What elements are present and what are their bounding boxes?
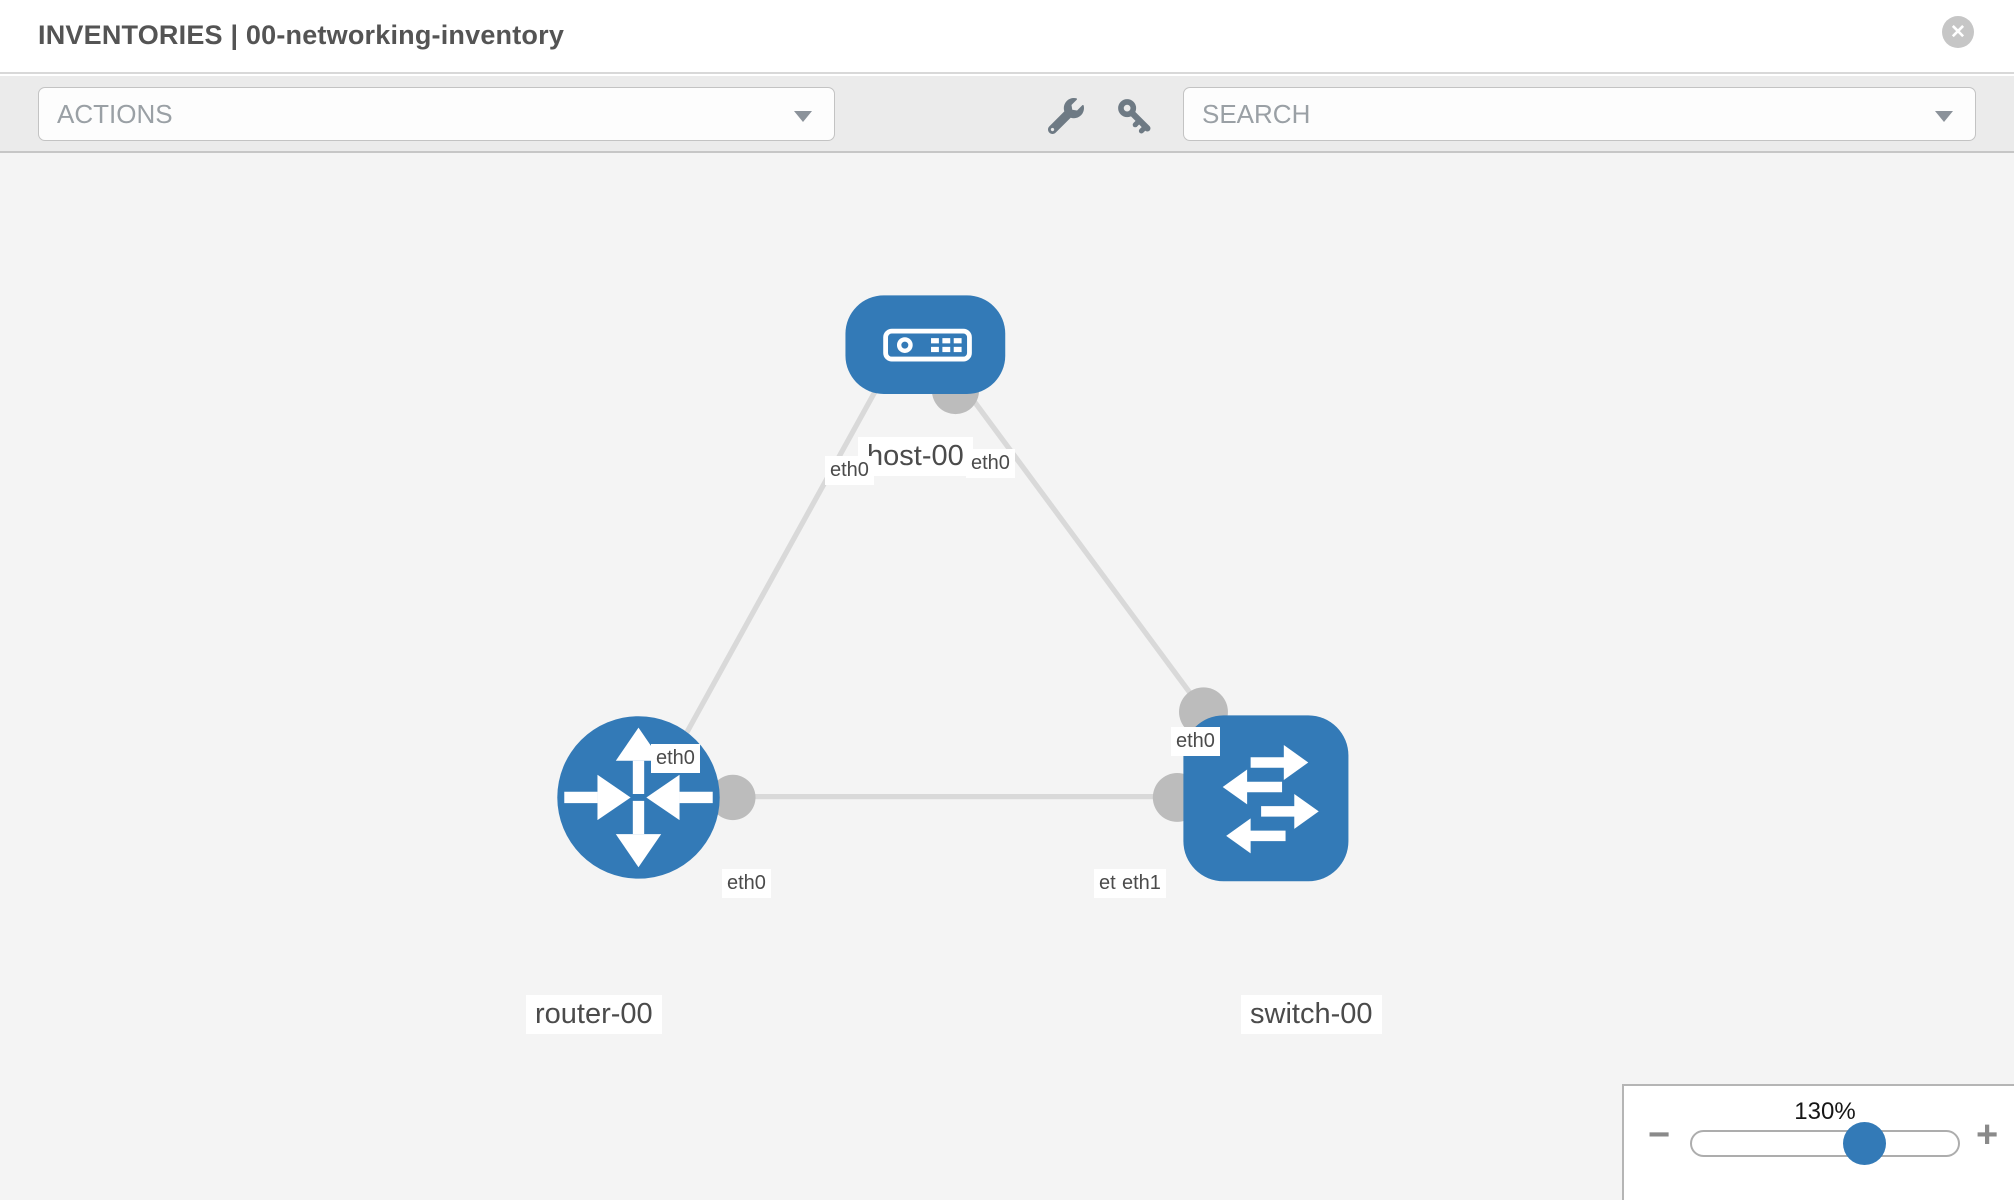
chevron-down-icon — [794, 111, 812, 122]
zoom-level: 130% — [1794, 1098, 1856, 1125]
interface-label: eth0 — [825, 456, 874, 485]
actions-dropdown-label: ACTIONS — [57, 98, 173, 129]
interface-label: eth0 — [1171, 727, 1220, 756]
host-node[interactable] — [845, 295, 1006, 395]
interface-label: eth0 — [651, 744, 700, 773]
search-dropdown[interactable]: SEARCH — [1183, 87, 1976, 141]
link-host-router[interactable] — [664, 363, 892, 771]
router-icon — [564, 727, 713, 868]
zoom-slider-handle[interactable] — [1843, 1122, 1886, 1165]
host-icon — [883, 328, 972, 362]
page-title: INVENTORIES | 00-networking-inventory — [38, 20, 565, 50]
node-label-switch: switch-00 — [1241, 995, 1382, 1034]
chevron-down-icon — [1935, 111, 1953, 122]
page-header: INVENTORIES | 00-networking-inventory ✕ — [0, 0, 2014, 74]
wrench-button[interactable] — [1046, 96, 1086, 136]
zoom-slider[interactable] — [1690, 1122, 1960, 1165]
interface-label: eth0 — [966, 449, 1015, 478]
interface-label: eth0 — [722, 869, 771, 898]
search-dropdown-label: SEARCH — [1202, 98, 1311, 129]
zoom-panel: 130% − + — [1622, 1084, 2014, 1200]
wrench-icon — [1048, 98, 1084, 134]
zoom-out-button[interactable]: − — [1648, 1114, 1671, 1156]
link-host-switch[interactable] — [946, 365, 1216, 727]
close-icon: ✕ — [1950, 21, 1966, 43]
zoom-in-button[interactable]: + — [1976, 1114, 1999, 1156]
actions-dropdown[interactable]: ACTIONS — [38, 87, 835, 141]
switch-icon — [1222, 745, 1319, 854]
interface-label: eth1 — [1117, 869, 1166, 898]
close-button[interactable]: ✕ — [1942, 16, 1974, 48]
key-icon — [1118, 99, 1151, 134]
node-label-router: router-00 — [526, 995, 662, 1034]
node-label-host: host-00 — [858, 437, 973, 476]
router-node[interactable] — [557, 716, 720, 879]
connector-router — [710, 774, 756, 821]
key-button[interactable] — [1115, 96, 1155, 136]
network-canvas[interactable]: host-00 router-00 switch-00 eth0 eth0 et… — [0, 153, 2014, 1200]
switch-node[interactable] — [1183, 715, 1349, 882]
toolbar: ACTIONS SEARCH — [0, 76, 2014, 153]
